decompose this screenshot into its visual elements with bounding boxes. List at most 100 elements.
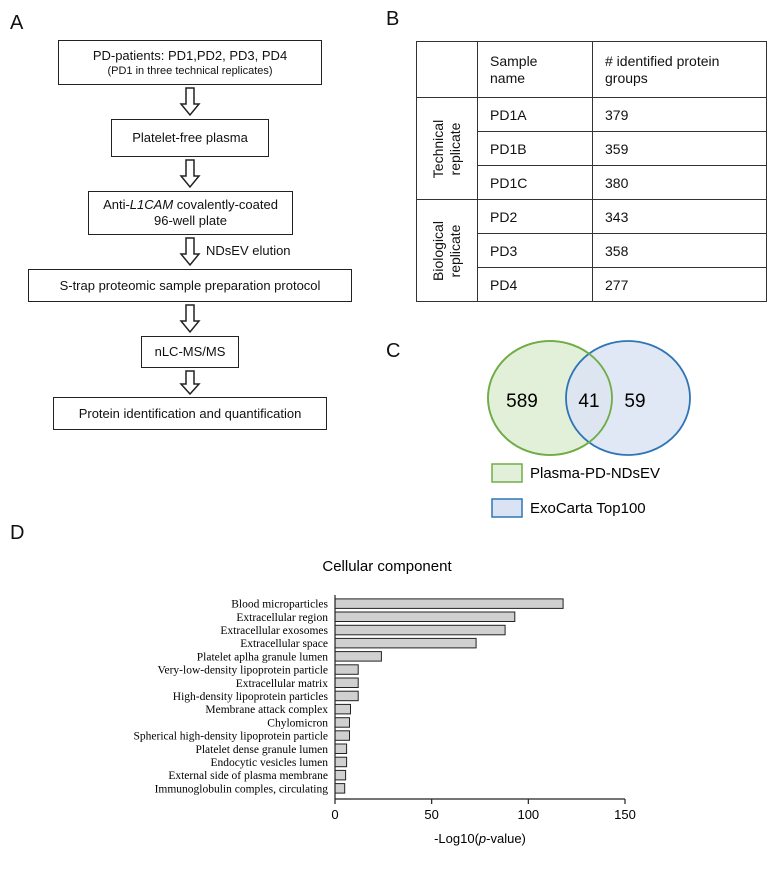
- sample-cell: PD2: [477, 199, 593, 234]
- bar: [334, 717, 350, 728]
- x-tick-label: 50: [424, 807, 438, 822]
- x-axis-label-suffix: -value): [486, 831, 526, 846]
- category-label: Platelet aplha granule lumen: [197, 651, 328, 663]
- category-label: Chylomicron: [267, 717, 328, 729]
- table-row: PD1B 359: [417, 131, 767, 166]
- bar: [334, 783, 346, 794]
- flow-step-strap: S-trap proteomic sample preparation prot…: [28, 269, 352, 302]
- x-axis-label-prefix: -Log10(: [434, 831, 479, 846]
- panel-letter-c: C: [386, 340, 401, 362]
- flow-step-plate-suffix: covalently-coated: [173, 197, 278, 212]
- flow-step-plasma-text: Platelet-free plasma: [132, 130, 248, 145]
- flow-elution-label: NDsEV elution: [206, 243, 291, 258]
- bar: [334, 743, 348, 754]
- count-cell: 343: [592, 199, 767, 234]
- table-header-sample-text: Sample name: [490, 52, 538, 86]
- panel-letter-d: D: [10, 522, 25, 544]
- bar: [334, 598, 564, 609]
- flow-step-nlcms: nLC-MS/MS: [141, 336, 239, 368]
- count-cell: 277: [592, 267, 767, 302]
- flow-step-identification: Protein identification and quantificatio…: [53, 397, 327, 430]
- legend-swatch-exocarta: [491, 498, 523, 518]
- category-label: High-density lipoprotein particles: [173, 691, 329, 703]
- flow-step-plate-prefix: Anti-: [103, 197, 130, 212]
- chart-title: Cellular component: [322, 558, 452, 575]
- sample-cell: PD3: [477, 233, 593, 268]
- venn-count-left: 589: [506, 391, 538, 412]
- category-label: Spherical high-density lipoprotein parti…: [134, 731, 329, 743]
- sample-table: Sample name # identified protein groups …: [416, 41, 767, 302]
- panel-letter-a: A: [10, 12, 24, 34]
- flow-step-patients-subtext: (PD1 in three technical replicates): [107, 64, 273, 77]
- table-header-empty: [416, 41, 478, 98]
- venn-diagram: 589 41 59 Plasma-PD-NDsEV ExoCarta Top10…: [487, 340, 691, 518]
- x-axis-label: -Log10(p-value): [434, 831, 526, 846]
- bar: [334, 690, 359, 702]
- sample-cell: PD1A: [477, 97, 593, 132]
- table-header-row: Sample name # identified protein groups: [416, 41, 767, 98]
- legend-label-exocarta: ExoCarta Top100: [530, 500, 646, 517]
- table-header-count-text: # identified protein groups: [605, 52, 720, 86]
- count-cell: 359: [592, 131, 767, 166]
- sample-cell: PD4: [477, 267, 593, 302]
- flow-arrow-5: [179, 370, 201, 396]
- flow-step-plate-line2: 96-well plate: [154, 213, 227, 228]
- category-label: Very-low-density lipoprotein particle: [157, 665, 328, 677]
- category-label: Membrane attack complex: [205, 704, 328, 716]
- x-axis: 0 50 100 150: [331, 595, 636, 822]
- flow-step-plate-line1: Anti-L1CAM covalently-coated: [103, 197, 278, 213]
- x-axis-label-italic: p: [478, 831, 486, 846]
- legend-swatch-plasma: [491, 463, 523, 483]
- category-label: Blood microparticles: [231, 599, 328, 611]
- count-cell: 358: [592, 233, 767, 268]
- category-label: Platelet dense granule lumen: [195, 744, 328, 756]
- table-header-sample: Sample name: [477, 41, 593, 98]
- flow-step-strap-text: S-trap proteomic sample preparation prot…: [59, 277, 321, 293]
- venn-circle-exocarta: [565, 340, 691, 456]
- group-technical-label-1: Technical: [430, 119, 446, 178]
- flow-step-patients-text: PD-patients: PD1,PD2, PD3, PD4: [92, 47, 288, 63]
- bar: [334, 611, 516, 622]
- category-label: Extracellular matrix: [236, 678, 329, 690]
- flow-arrow-3: [179, 237, 201, 267]
- category-label: Endocytic vesicles lumen: [210, 757, 328, 769]
- category-label: Extracellular space: [240, 638, 328, 650]
- flow-step-plate: Anti-L1CAM covalently-coated 96-well pla…: [88, 191, 293, 235]
- category-label: External side of plasma membrane: [168, 770, 328, 782]
- group-biological-label-1: Biological: [430, 220, 446, 281]
- count-cell: 379: [592, 97, 767, 132]
- legend-label-plasma: Plasma-PD-NDsEV: [530, 465, 660, 482]
- venn-count-right: 59: [624, 391, 645, 412]
- bar: [334, 651, 382, 662]
- x-tick-label: 100: [517, 807, 539, 822]
- category-label: Immunoglobulin comples, circulating: [155, 783, 329, 795]
- table-header-count: # identified protein groups: [592, 41, 767, 98]
- bar: [334, 677, 359, 688]
- bar: [334, 624, 506, 636]
- bar: [334, 664, 359, 675]
- table-row: PD3 358: [417, 233, 767, 268]
- count-cell: 380: [592, 165, 767, 200]
- flow-step-plate-gene: L1CAM: [129, 197, 174, 212]
- x-tick-label: 0: [331, 807, 338, 822]
- bar: [334, 756, 348, 768]
- table-row: PD1C 380: [417, 165, 767, 200]
- group-biological-label-2: replicate: [447, 224, 463, 277]
- flow-arrow-2: [179, 159, 201, 189]
- sample-cell: PD1B: [477, 131, 593, 166]
- bar: [334, 769, 347, 781]
- sample-cell: PD1C: [477, 165, 593, 200]
- flow-step-plasma: Platelet-free plasma: [111, 119, 269, 157]
- bar: [334, 730, 350, 741]
- bar: [334, 637, 477, 649]
- flow-step-nlcms-text: nLC-MS/MS: [154, 344, 226, 359]
- flow-step-patients: PD-patients: PD1,PD2, PD3, PD4 (PD1 in t…: [58, 40, 322, 85]
- x-tick-label: 150: [614, 807, 636, 822]
- category-label: Extracellular region: [236, 612, 328, 624]
